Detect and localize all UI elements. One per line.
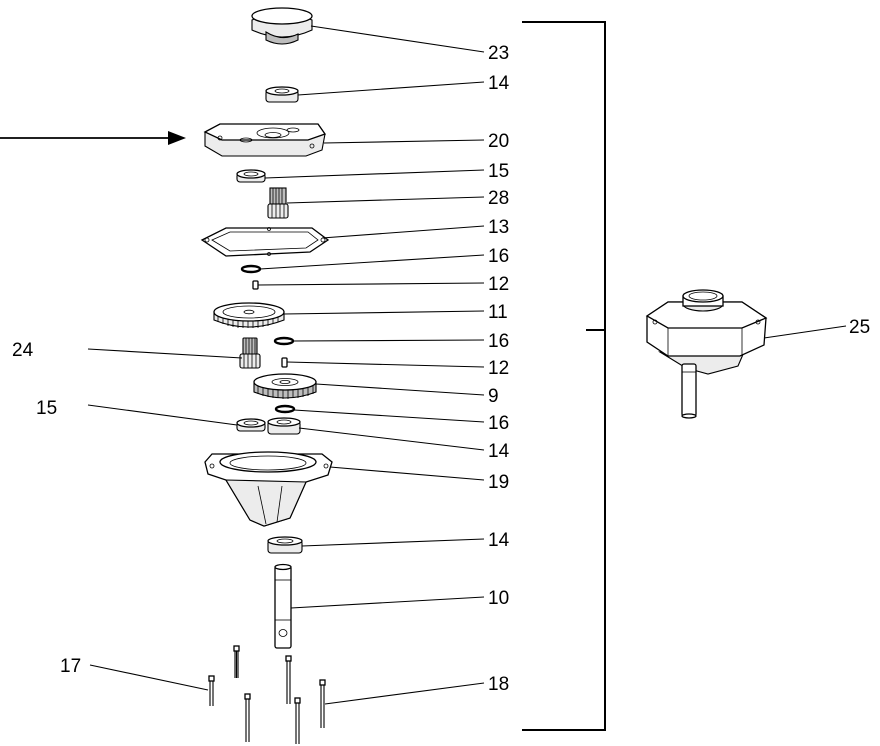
callout-14: 14: [488, 441, 510, 462]
part-24-pinion-shaft: [239, 337, 261, 369]
leader-11: [283, 310, 485, 315]
callout-10: 10: [488, 588, 509, 609]
leader-20: [323, 139, 485, 144]
callout-16: 16: [488, 331, 509, 352]
leader-24: [87, 348, 243, 359]
callout-19: 19: [488, 472, 509, 493]
leader-14a: [297, 81, 485, 96]
callout-24: 24: [12, 340, 34, 361]
part-15-seal-top: [236, 169, 266, 183]
leader-28: [286, 196, 485, 204]
leader-15a: [264, 169, 485, 179]
leader-12b: [286, 361, 485, 368]
callout-11: 11: [488, 302, 508, 323]
leader-14b: [298, 427, 485, 451]
callout-12: 12: [488, 274, 509, 295]
leader-lines: [87, 25, 847, 705]
part-14-bearing-top: [265, 86, 299, 103]
leader-10: [290, 596, 485, 609]
callout-15: 15: [488, 161, 509, 182]
part-16-ring-a: [240, 264, 262, 274]
leader-16b: [292, 339, 485, 342]
leader-14c: [301, 538, 485, 547]
callout-17: 17: [60, 656, 81, 677]
part-23-cap: [251, 7, 313, 45]
leader-17: [89, 664, 209, 691]
leader-25: [763, 325, 847, 339]
part-16-ring-c: [274, 404, 296, 414]
screw: [208, 675, 215, 706]
part-16-ring-b: [273, 336, 295, 346]
leader-16a: [259, 254, 485, 270]
leader-9: [315, 383, 485, 396]
leader-15b: [87, 404, 238, 426]
leader-18: [324, 682, 485, 705]
part-12-pin-a: [252, 280, 259, 290]
callout-18: 18: [488, 674, 509, 695]
assembly-bracket: [522, 21, 606, 731]
leader-19: [329, 466, 485, 481]
part-10-shaft: [274, 563, 292, 649]
part-28-pinion: [267, 187, 289, 219]
part-19-housing: [204, 451, 333, 527]
part-12-pin-b: [281, 357, 288, 368]
callout-25: 25: [849, 317, 870, 338]
leader-16c: [293, 409, 485, 423]
part-17-screws: [208, 645, 240, 706]
screw: [285, 655, 292, 704]
screw: [319, 679, 326, 728]
part-14-bearing-lower: [267, 536, 303, 554]
callout-12: 12: [488, 358, 509, 379]
callout-28: 28: [488, 188, 509, 209]
callout-15: 15: [36, 398, 57, 419]
part-13-gasket: [200, 227, 330, 257]
leader-12a: [257, 282, 485, 286]
screw: [244, 693, 251, 742]
screw: [294, 697, 301, 744]
callout-13: 13: [488, 217, 509, 238]
screw: [233, 645, 240, 678]
callout-20: 20: [488, 131, 509, 152]
part-18-screws: [244, 655, 326, 744]
part-15-seal-lower: [236, 418, 266, 432]
callout-labels: 23 14 20 15 28 13 16 12 11 16 24 12 9 15…: [12, 43, 870, 695]
callout-16: 16: [488, 413, 509, 434]
callout-9: 9: [488, 386, 499, 407]
part-9-gear: [253, 373, 317, 399]
pointer-arrow: [0, 131, 186, 145]
part-25-assembly: [645, 289, 768, 419]
part-11-gear: [213, 302, 285, 328]
part-20-cover-plate: [203, 123, 327, 157]
callout-14: 14: [488, 73, 510, 94]
leader-13: [321, 225, 485, 239]
callout-23: 23: [488, 43, 509, 64]
callout-14: 14: [488, 530, 510, 551]
callout-16: 16: [488, 246, 509, 267]
leader-23: [310, 25, 485, 53]
part-14-bearing-middle: [267, 417, 301, 435]
